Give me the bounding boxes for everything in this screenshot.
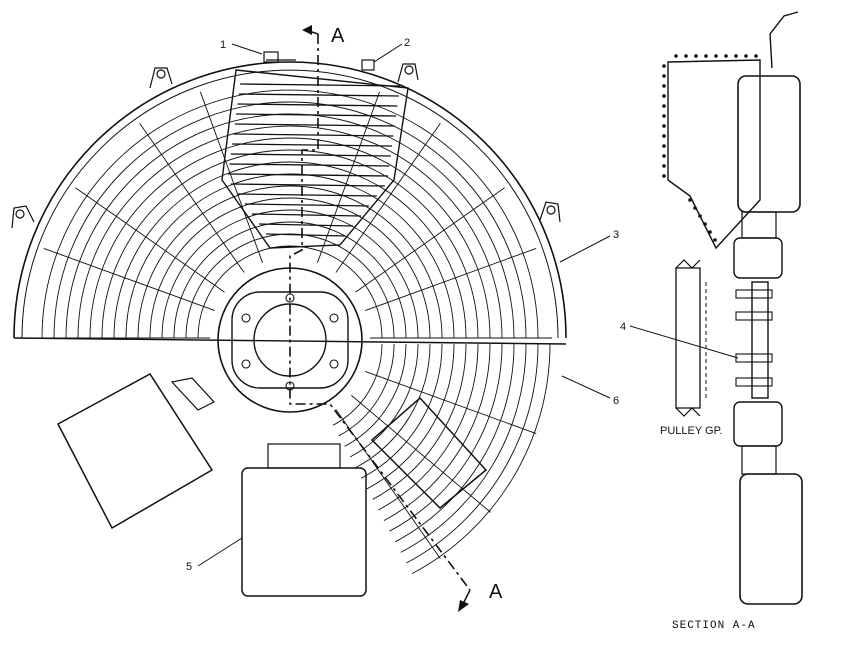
guard-outer-ring <box>13 61 567 339</box>
blade-shank-lower <box>741 445 777 475</box>
section-arrow-bottom: A <box>458 581 503 612</box>
section-marker-top-label: A <box>331 25 345 47</box>
guard-rings-upper <box>41 89 539 339</box>
fan-blade-bottom <box>241 443 367 597</box>
blade-shank-upper <box>741 211 777 239</box>
shroud-section <box>662 54 761 250</box>
mounting-tab-left-side <box>11 205 35 229</box>
pulley-group-label: PULLEY GP. <box>660 425 723 437</box>
hub-collar-lower <box>733 401 783 447</box>
hub-collar-upper <box>733 237 783 279</box>
callout-4-number: 4 <box>620 321 626 333</box>
callout-5-number: 5 <box>186 561 192 573</box>
callout-2-number: 2 <box>404 37 410 49</box>
mounting-tab-right-top <box>397 63 419 83</box>
fan-blade-right <box>370 396 488 510</box>
bolt-item-2 <box>361 59 375 71</box>
mounting-tab-right-side <box>539 201 561 223</box>
callout-3-number: 3 <box>613 229 619 241</box>
callout-1: 1 <box>220 39 263 55</box>
callout-4: 4 <box>620 321 739 359</box>
section-line-a-a <box>289 34 471 591</box>
bolt-item-1 <box>263 51 296 63</box>
callout-6-number: 6 <box>613 395 619 407</box>
blade-section-lower <box>739 473 803 605</box>
top-grille-panel <box>221 69 409 249</box>
guard-rings-lower-right <box>332 343 551 574</box>
pulley-group: PULLEY GP. <box>660 259 723 437</box>
blade-section-upper <box>737 75 801 213</box>
callout-3: 3 <box>559 229 619 263</box>
section-arrow-top: A <box>302 25 345 47</box>
section-marker-bottom-label: A <box>489 581 503 603</box>
section-caption: SECTION A-A <box>672 620 756 632</box>
guard-spokes <box>28 91 552 559</box>
top-bracket <box>769 11 799 69</box>
front-view: A A 1 2 3 6 5 <box>11 25 619 612</box>
hub-plate-section <box>735 281 773 399</box>
section-view: PULLEY GP. 4 SECTION A-A <box>620 11 803 632</box>
fan-blade-left <box>56 373 215 530</box>
callout-6: 6 <box>561 375 619 407</box>
mounting-tab-left-top <box>149 67 173 89</box>
callout-5: 5 <box>186 537 243 573</box>
callout-2: 2 <box>373 37 410 63</box>
callout-1-number: 1 <box>220 39 226 51</box>
